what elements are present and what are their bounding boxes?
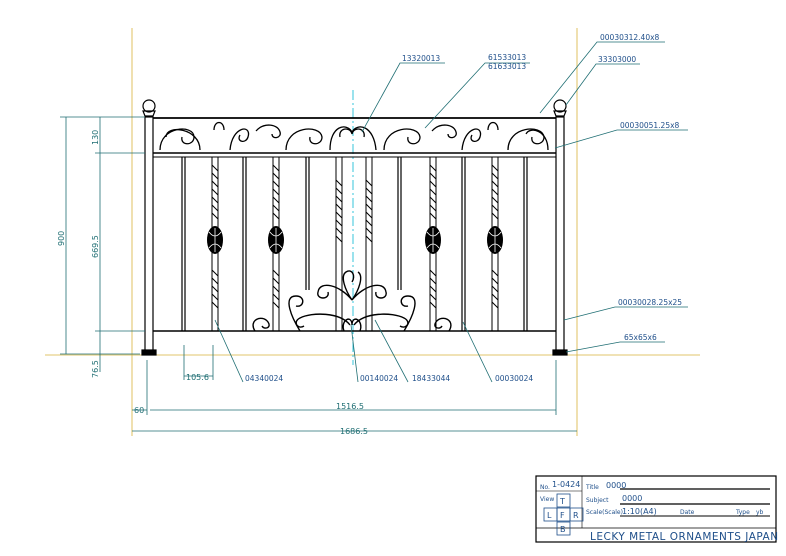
label-top-rail: 00030051.25x8 (620, 121, 680, 130)
tb-date-label: Date (680, 509, 695, 516)
tb-title-label: Title (585, 484, 599, 491)
tb-type-label: Type (735, 509, 750, 516)
left-post (144, 116, 154, 355)
title-block: No. 1-0424 Title 0000 Subject 0000 View … (535, 475, 779, 543)
part-labels: 13320013 61533013 61633013 00030312.40x8… (245, 33, 682, 383)
label-twisted-bar: 04340024 (245, 374, 283, 383)
label-bottom-scroll-2: 18433044 (412, 374, 450, 383)
twisted-bars (211, 157, 499, 331)
dim-inner-width: 1516.5 (336, 402, 364, 411)
label-post-cap: 00030312.40x8 (600, 33, 660, 42)
tb-subject-label: Subject (586, 497, 609, 504)
tb-company: LECKY METAL ORNAMENTS JAPAN (590, 531, 779, 543)
dim-mid-height: 669.5 (91, 235, 100, 258)
tb-title-value: 0000 (606, 481, 626, 490)
label-top-scroll: 13320013 (402, 54, 440, 63)
dimension-texts: 900 130 669.5 76.5 105.6 60 1516.5 1686.… (57, 130, 368, 436)
tb-view-label: View (540, 496, 554, 503)
label-finial: 33303000 (598, 55, 636, 64)
tb-subject-value: 0000 (622, 494, 642, 503)
label-top-scroll-2a: 61533013 (488, 53, 526, 62)
right-finial (553, 99, 567, 113)
label-post: 00030028.25x25 (618, 298, 682, 307)
left-finial (142, 99, 156, 113)
label-bottom-scroll: 00140024 (360, 374, 398, 383)
dim-picket-spacing: 105.6 (186, 373, 209, 382)
pickets (181, 157, 528, 331)
dim-top-band: 130 (91, 130, 100, 145)
left-base-plate (141, 349, 157, 356)
tb-scale-label: Scale(Scale) (586, 509, 623, 516)
dimension-lines (60, 116, 577, 432)
label-top-scroll-2b: 61633013 (488, 62, 526, 71)
label-picket: 00030024 (495, 374, 533, 383)
dim-total-height: 900 (57, 231, 66, 246)
dim-overall-width: 1686.5 (340, 427, 368, 436)
leader-lines (214, 41, 688, 383)
tb-scale-value: 1:10(A4) (622, 507, 657, 516)
right-post (555, 116, 565, 355)
label-base-plate: 65x65x6 (624, 333, 657, 342)
tb-view-r: R (573, 511, 579, 520)
tb-view-l: L (547, 511, 552, 520)
tb-view-b: B (560, 525, 566, 534)
basket-knots (207, 226, 503, 254)
tb-view-f: F (560, 511, 565, 520)
dim-post-offset: 60 (134, 406, 144, 415)
railing (141, 99, 568, 356)
tb-view-t: T (559, 497, 565, 506)
tb-type-value: yb (756, 509, 764, 516)
bottom-scroll-panel (252, 270, 452, 332)
right-base-plate (552, 349, 568, 356)
top-scroll-band (159, 121, 549, 151)
tb-no-value: 1-0424 (552, 480, 580, 489)
tb-no-label: No. (540, 484, 550, 491)
dim-bottom-gap: 76.5 (91, 360, 100, 378)
